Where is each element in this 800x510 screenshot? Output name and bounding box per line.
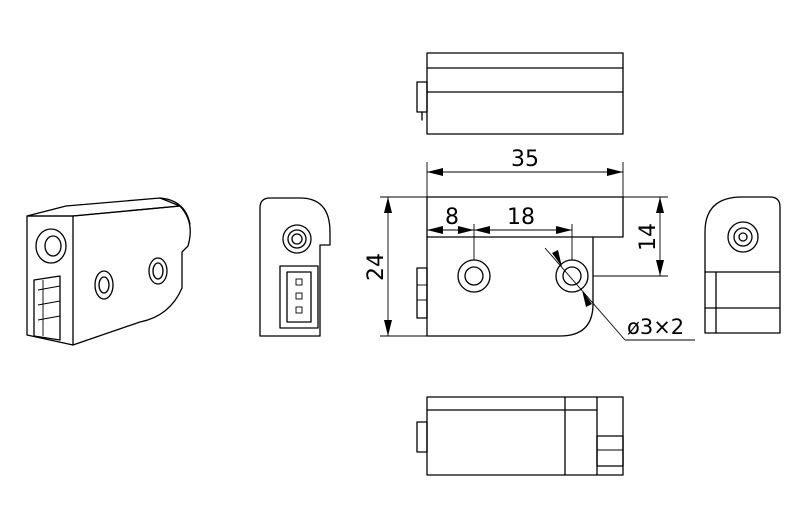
dim-label-8: 8 <box>445 205 459 230</box>
iso-mount-hole-1-inner <box>98 276 110 294</box>
iso-mount-hole-2 <box>148 257 168 285</box>
connector-pin <box>295 306 303 314</box>
top-view-connector <box>416 81 428 113</box>
left-view-outline <box>259 197 331 337</box>
front-view-outline <box>426 196 624 337</box>
connector-pin <box>295 292 303 300</box>
isometric-view <box>26 197 191 346</box>
dim-label-14: 14 <box>636 223 661 251</box>
iso-connector <box>33 275 61 341</box>
iso-mount-hole-1 <box>94 270 114 300</box>
iso-bore-outer <box>35 228 67 264</box>
dim-label-18: 18 <box>507 205 535 230</box>
dim-label-hole: ø3×2 <box>627 315 684 339</box>
bottom-view-connector <box>596 435 624 467</box>
dim-label-35: 35 <box>511 147 539 172</box>
bottom-view-outline <box>426 396 624 476</box>
top-view-outline <box>426 52 624 135</box>
left-view-bore-inner <box>291 233 303 245</box>
bottom-view-tab <box>416 421 428 453</box>
bottom-view <box>416 396 624 476</box>
mount-hole-1-inner <box>464 266 484 286</box>
mount-hole-2-inner <box>562 266 582 286</box>
right-side-view <box>704 196 781 334</box>
dimension-overall-height: 24 <box>364 196 427 337</box>
right-view-bore-outer <box>727 221 759 253</box>
connector-pin <box>295 278 303 286</box>
left-view-bore-outer <box>282 224 312 254</box>
right-view-bore-inner <box>738 232 748 242</box>
top-view <box>416 52 624 135</box>
dimension-hole-offset: 8 <box>427 205 475 260</box>
left-view-bore-mid <box>287 229 307 249</box>
iso-mount-hole-2-inner <box>152 262 164 280</box>
iso-pin <box>37 285 61 291</box>
left-view-connector-inner <box>286 271 312 323</box>
right-view-bore-mid <box>733 227 753 247</box>
left-view-connector <box>279 265 319 329</box>
dimension-right-height: 14 <box>593 196 668 277</box>
right-view-outline <box>704 196 781 334</box>
dimension-hole-callout: ø3×2 <box>544 247 695 341</box>
iso-back-curve <box>159 197 191 225</box>
iso-pin <box>37 315 61 321</box>
mount-hole-1-outer <box>457 259 491 293</box>
left-side-view <box>259 197 331 337</box>
dimension-hole-spacing: 18 <box>474 205 573 260</box>
iso-pin <box>37 300 61 306</box>
front-view-connector <box>416 267 428 319</box>
iso-side-face <box>72 205 191 346</box>
dim-label-24: 24 <box>364 253 389 281</box>
iso-bore-inner <box>44 235 62 257</box>
dimension-overall-width: 35 <box>426 147 624 197</box>
